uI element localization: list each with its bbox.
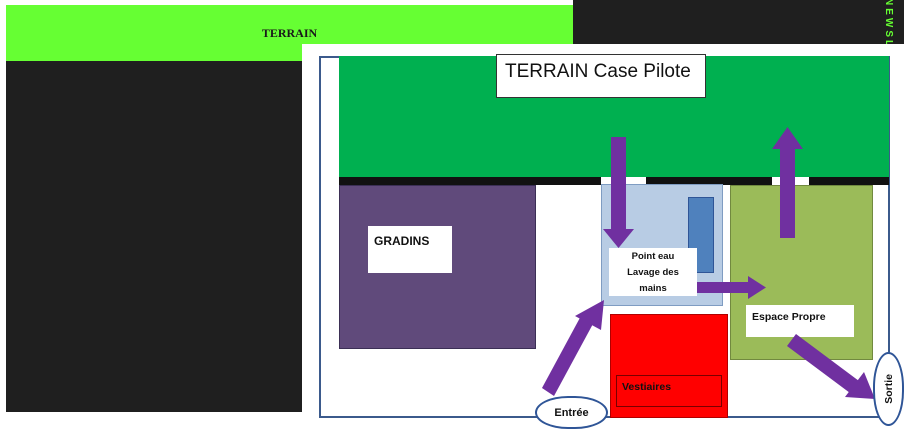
point-eau-line-3: mains: [639, 283, 667, 294]
point-eau-label: Point eau Lavage des mains: [609, 248, 697, 296]
left-dark-panel: [6, 61, 302, 412]
arrow-diagonal-down-icon: [787, 334, 875, 399]
arrow-diagonal-up-icon: [542, 300, 604, 396]
point-eau-line-1: Point eau: [631, 251, 675, 262]
sortie-label-wrap: Sortie: [873, 352, 904, 426]
entree-label: Entrée: [535, 396, 608, 429]
terrain-edge-bar: [809, 177, 889, 185]
water-tank: [688, 197, 714, 273]
terrain-title: TERRAIN Case Pilote: [496, 54, 706, 98]
sortie-label: Sortie: [882, 374, 895, 404]
terrain-edge-bar: [339, 177, 601, 185]
gradins-label: GRADINS: [368, 226, 452, 273]
banner-title: TERRAIN: [261, 26, 318, 40]
arrow-right-icon: [697, 276, 766, 299]
newsletter-side-text: NEWSLET: [883, 0, 894, 68]
vestiaires-label: Vestiaires: [616, 375, 722, 407]
espace-propre-label: Espace Propre: [746, 305, 854, 337]
top-right-dark-panel: [573, 0, 904, 44]
point-eau-line-2: Lavage des: [627, 267, 679, 278]
arrow-down-icon: [603, 137, 634, 248]
arrow-up-icon: [772, 127, 803, 238]
terrain-edge-bar: [646, 177, 772, 185]
sortie-badge: [873, 352, 904, 426]
